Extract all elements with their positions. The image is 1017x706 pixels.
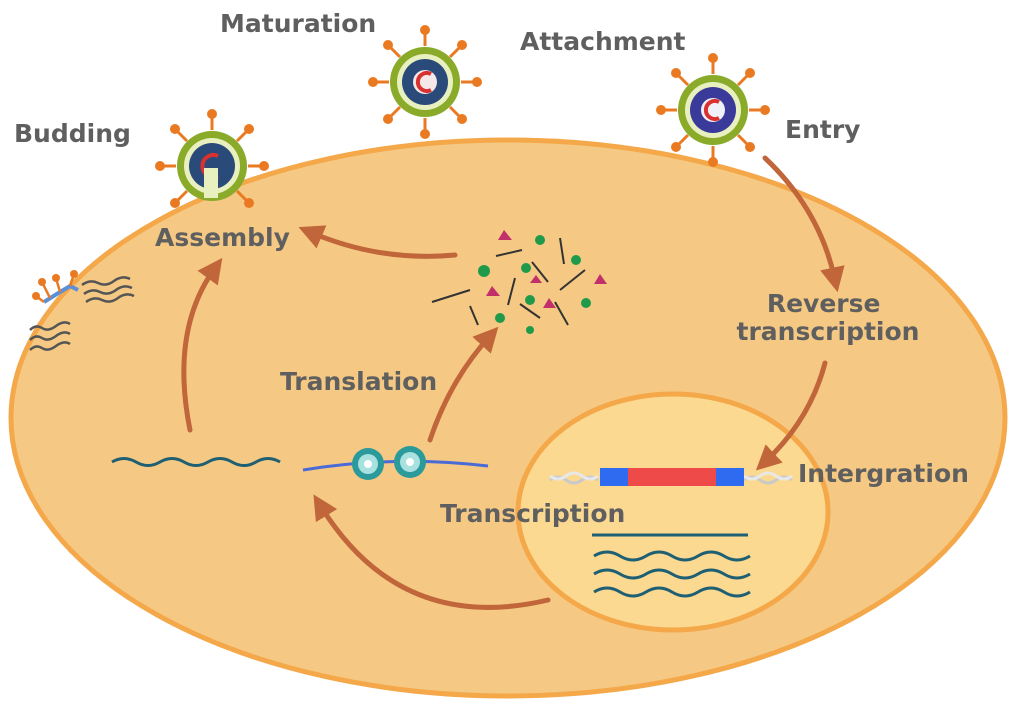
dna-segment-icon bbox=[549, 468, 793, 486]
rna-strand-icon bbox=[111, 457, 281, 467]
virus-icon bbox=[155, 109, 269, 208]
label-entry: Entry bbox=[785, 115, 860, 144]
arrow-rna-to-assembly bbox=[181, 257, 223, 433]
label-budding: Budding bbox=[14, 119, 131, 148]
arrow-translation-to-proteins bbox=[427, 326, 499, 443]
arrow-entry-to-reverse-transcription bbox=[762, 155, 845, 293]
label-attachment: Attachment bbox=[520, 27, 686, 56]
process-arrows bbox=[181, 155, 845, 610]
label-transcription: Transcription bbox=[440, 499, 625, 528]
virus-icon bbox=[656, 53, 770, 167]
label-reverse-transcription: Reverse transcription bbox=[737, 289, 920, 346]
transcript-strands bbox=[592, 533, 751, 598]
budding-membrane bbox=[29, 270, 135, 351]
label-integration: Intergration bbox=[798, 459, 969, 488]
nucleus bbox=[515, 391, 831, 633]
arrow-transcription-to-translation bbox=[313, 494, 551, 610]
protein-fragments-icon bbox=[431, 230, 607, 334]
label-assembly: Assembly bbox=[155, 223, 290, 252]
ribosome-icon bbox=[302, 446, 489, 480]
label-translation: Translation bbox=[280, 367, 437, 396]
virus-icon bbox=[368, 25, 482, 139]
label-maturation: Maturation bbox=[220, 9, 376, 38]
arrow-reverse-transcription-to-integration bbox=[755, 360, 828, 471]
arrow-proteins-to-assembly bbox=[298, 225, 458, 259]
